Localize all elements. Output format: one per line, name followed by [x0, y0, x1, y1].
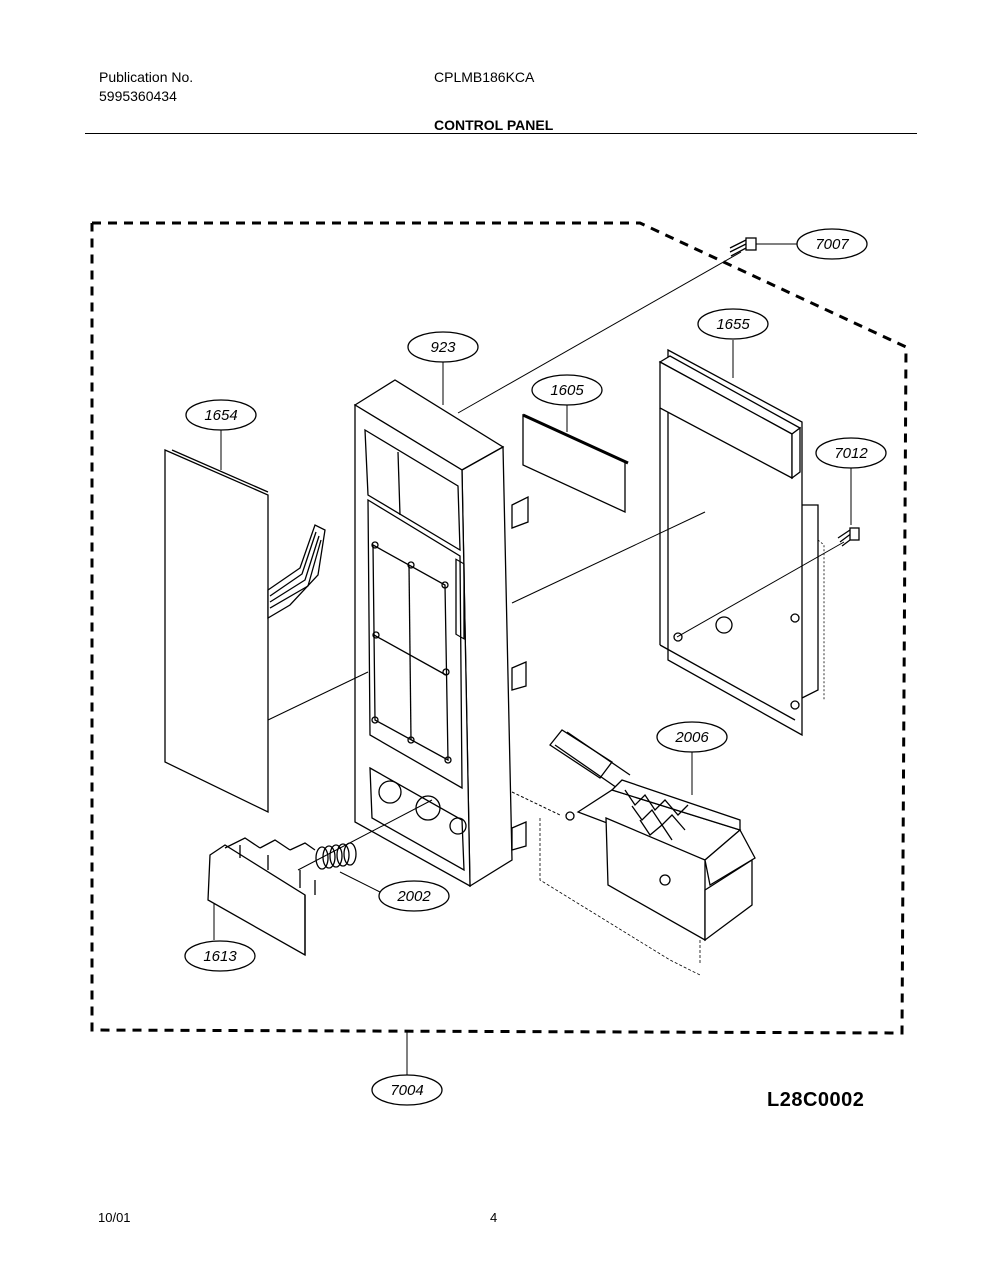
callout-label: 2006	[674, 729, 709, 746]
callout-label: 1613	[203, 948, 237, 965]
part-2002-spring	[315, 842, 357, 870]
model-number: CPLMB186KCA	[434, 69, 535, 85]
callout-1654: 1654	[185, 399, 257, 431]
part-1655-circuit-board	[658, 348, 825, 737]
callout-label: 1605	[550, 382, 584, 399]
callout-label: 1655	[716, 316, 750, 333]
callout-label: 7007	[815, 236, 849, 253]
callout-label: 923	[430, 339, 456, 356]
part-1654-membrane	[164, 449, 326, 814]
callout-label: 1654	[204, 407, 237, 424]
page-number: 4	[490, 1210, 498, 1225]
part-7012-screw	[837, 527, 860, 547]
callout-923: 923	[407, 331, 479, 363]
callout-1655: 1655	[697, 308, 769, 340]
leader-lines	[213, 243, 852, 1075]
diagram-code: L28C0002	[767, 1089, 865, 1111]
callout-2006: 2006	[656, 721, 728, 753]
header-rule	[85, 133, 917, 134]
callout-label: 2002	[396, 888, 431, 905]
callout-1605: 1605	[531, 374, 603, 406]
callout-7007: 7007	[796, 228, 868, 260]
part-1605-display-window	[522, 413, 626, 514]
part-2006-door-latch	[539, 729, 756, 976]
callout-7012: 7012	[815, 437, 887, 469]
callout-1613: 1613	[184, 940, 256, 972]
publication-number: 5995360434	[99, 88, 177, 104]
callout-2002: 2002	[378, 880, 450, 912]
part-923-control-panel-frame	[353, 379, 529, 888]
callout-label: 7012	[834, 445, 868, 462]
part-7007-screw	[729, 237, 757, 257]
publication-label: Publication No.	[99, 69, 194, 85]
footer-date: 10/01	[98, 1210, 131, 1225]
section-title: CONTROL PANEL	[434, 117, 554, 133]
assembly-boundary	[90, 221, 908, 1035]
callout-7004: 7004	[371, 1074, 443, 1106]
part-1613-door-button	[207, 837, 316, 957]
callout-label: 7004	[390, 1082, 423, 1099]
